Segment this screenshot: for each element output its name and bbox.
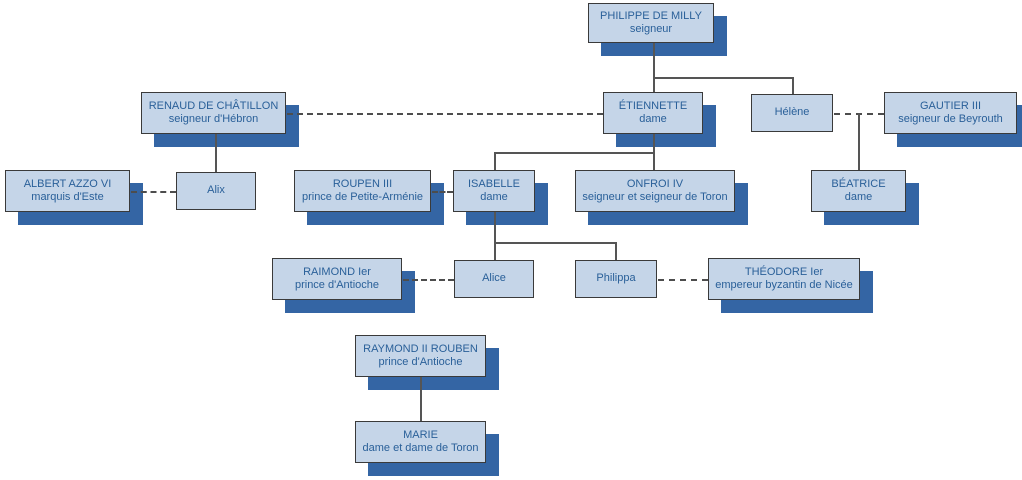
- connector-philippe-down: [653, 43, 655, 77]
- node-name: ROUPEN III: [332, 177, 393, 190]
- node-name: Hélène: [774, 106, 810, 119]
- node-marie[interactable]: MARIE dame et dame de Toron: [355, 421, 486, 463]
- connector-raymond2-to-marie: [420, 377, 422, 421]
- node-subtitle: seigneur d'Hébron: [168, 113, 259, 125]
- node-name: Philippa: [596, 272, 636, 285]
- node-beatrice[interactable]: BÉATRICE dame: [811, 170, 906, 212]
- connector-gautier-to-beatrice: [858, 113, 860, 170]
- node-name: PHILIPPE DE MILLY: [600, 9, 702, 22]
- node-name: ONFROI IV: [626, 177, 684, 190]
- marriage-line-philippa-theodore: [658, 279, 708, 281]
- node-etiennette[interactable]: ÉTIENNETTE dame: [603, 92, 703, 134]
- node-name: RAYMOND II ROUBEN: [363, 342, 478, 355]
- node-name: Alix: [207, 184, 225, 197]
- connector-philippe-to-etiennette: [653, 77, 655, 92]
- connector-philippe-bar: [653, 77, 793, 79]
- node-subtitle: dame: [844, 191, 873, 203]
- node-subtitle: prince d'Antioche: [294, 279, 380, 291]
- node-philippe-de-milly[interactable]: PHILIPPE DE MILLY seigneur: [588, 3, 714, 43]
- node-name: RAIMOND Ier: [303, 265, 371, 278]
- node-albert-azzo-vi[interactable]: ALBERT AZZO VI marquis d'Este: [5, 170, 130, 212]
- connector-etiennette-to-onfroi: [653, 152, 655, 170]
- node-alice[interactable]: Alice: [454, 260, 534, 298]
- node-subtitle: prince de Petite-Arménie: [301, 191, 424, 203]
- marriage-line-renaud-etiennette: [287, 113, 603, 115]
- node-subtitle: seigneur de Beyrouth: [898, 113, 1003, 125]
- connector-etiennette-to-isabelle: [494, 152, 496, 170]
- node-renaud-de-chatillon[interactable]: RENAUD DE CHÂTILLON seigneur d'Hébron: [141, 92, 286, 134]
- node-name: ISABELLE: [468, 177, 520, 190]
- node-subtitle: marquis d'Este: [31, 191, 104, 203]
- connector-etiennette-down: [653, 134, 655, 152]
- connector-philippe-to-helene: [792, 77, 794, 94]
- connector-isabelle-bar: [494, 242, 616, 244]
- connector-isabelle-to-philippa: [615, 242, 617, 260]
- marriage-line-albert-alix: [131, 191, 176, 193]
- node-subtitle: dame: [480, 191, 508, 203]
- node-philippa[interactable]: Philippa: [575, 260, 657, 298]
- node-helene[interactable]: Hélène: [751, 94, 833, 132]
- node-raimond-ier[interactable]: RAIMOND Ier prince d'Antioche: [272, 258, 402, 300]
- node-name: GAUTIER III: [919, 99, 982, 112]
- marriage-line-raimond-alice: [403, 279, 454, 281]
- node-isabelle[interactable]: ISABELLE dame: [453, 170, 535, 212]
- node-raymond-ii-rouben[interactable]: RAYMOND II ROUBEN prince d'Antioche: [355, 335, 486, 377]
- node-onfroi-iv[interactable]: ONFROI IV seigneur et seigneur de Toron: [575, 170, 735, 212]
- connector-renaud-to-alix: [215, 134, 217, 172]
- node-roupen-iii[interactable]: ROUPEN III prince de Petite-Arménie: [294, 170, 431, 212]
- node-subtitle: empereur byzantin de Nicée: [715, 279, 853, 291]
- node-subtitle: seigneur: [629, 23, 673, 35]
- connector-isabelle-to-alice: [494, 242, 496, 260]
- node-subtitle: prince d'Antioche: [378, 356, 463, 368]
- connector-isabelle-down: [494, 212, 496, 242]
- node-subtitle: dame: [639, 113, 667, 125]
- node-name: MARIE: [403, 428, 438, 441]
- node-name: ALBERT AZZO VI: [23, 177, 112, 190]
- node-name: BÉATRICE: [831, 177, 886, 190]
- marriage-line-roupen-isabelle: [432, 191, 453, 193]
- node-subtitle: seigneur et seigneur de Toron: [582, 191, 728, 203]
- node-theodore-ier[interactable]: THÉODORE Ier empereur byzantin de Nicée: [708, 258, 860, 300]
- connector-etiennette-bar: [494, 152, 655, 154]
- node-subtitle: dame et dame de Toron: [362, 442, 479, 454]
- node-name: THÉODORE Ier: [744, 265, 824, 278]
- node-name: Alice: [482, 272, 506, 285]
- node-name: ÉTIENNETTE: [618, 99, 688, 112]
- node-name: RENAUD DE CHÂTILLON: [148, 99, 279, 112]
- node-gautier-iii[interactable]: GAUTIER III seigneur de Beyrouth: [884, 92, 1017, 134]
- node-alix[interactable]: Alix: [176, 172, 256, 210]
